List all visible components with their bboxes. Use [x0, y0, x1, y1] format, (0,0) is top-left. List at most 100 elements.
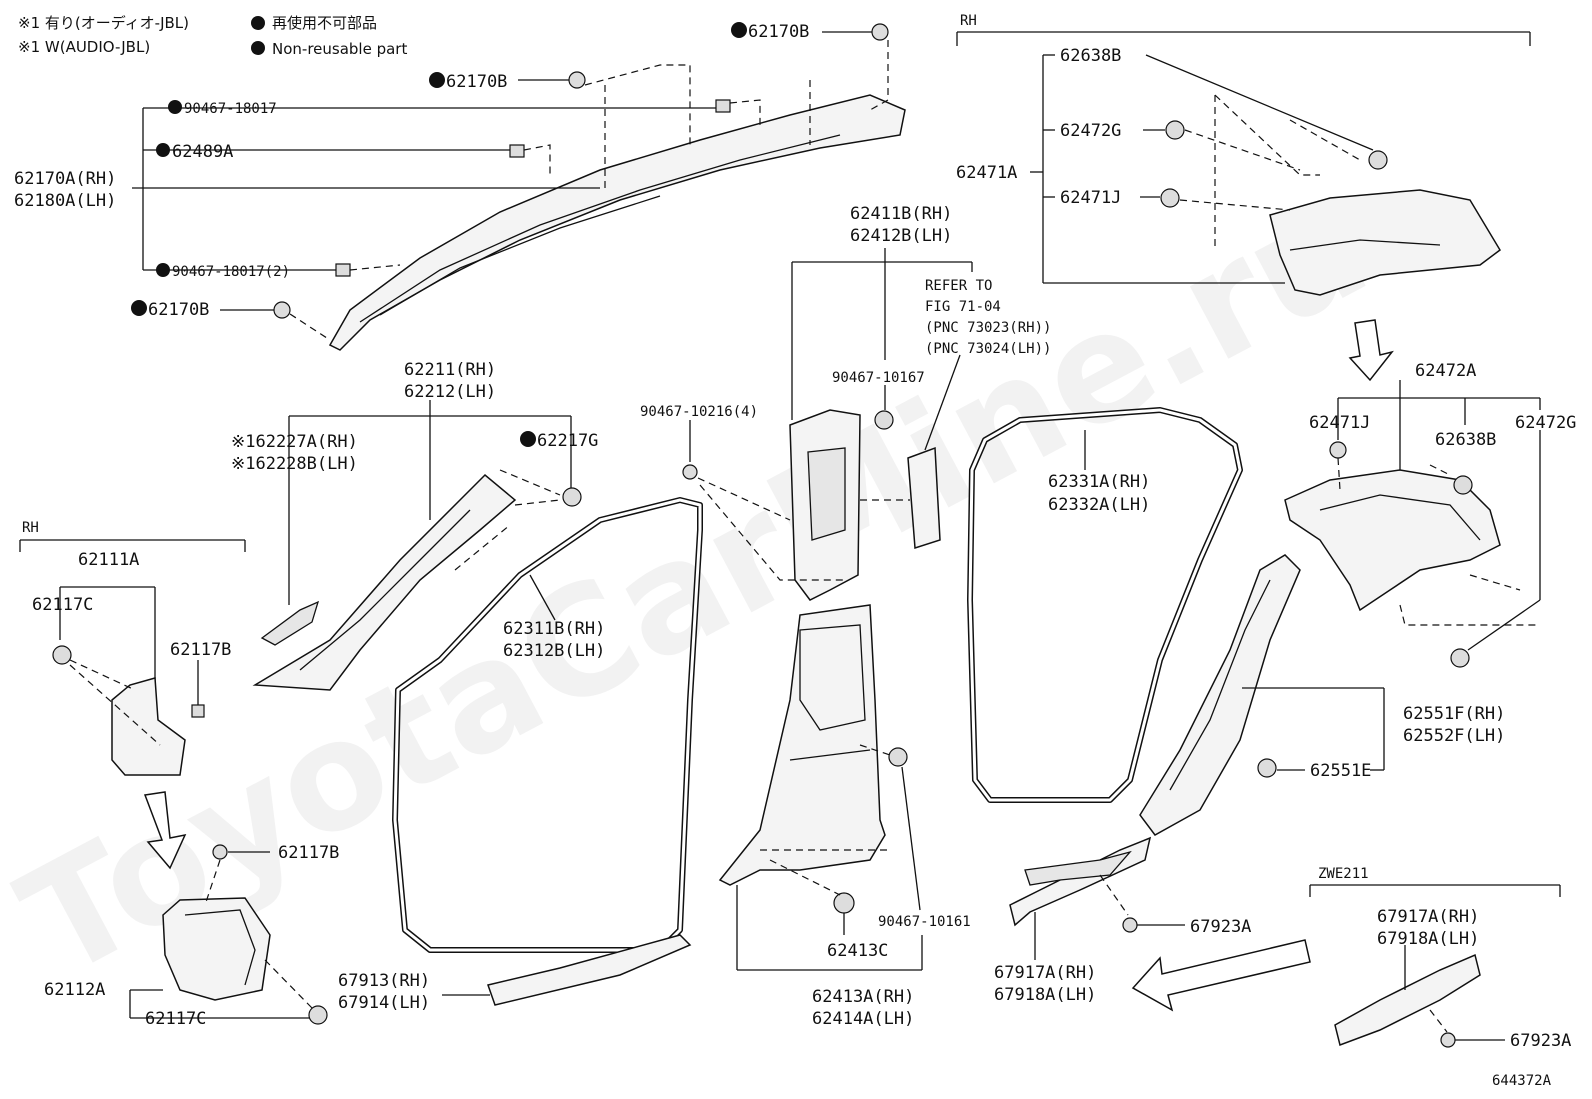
label-62471J-mid: 62471J [1309, 413, 1370, 433]
scuff-plate-front-part [487, 934, 692, 1006]
label-62311B-rh: 62311B(RH) [503, 619, 605, 639]
label-67918A-lh-mid: 67918A(LH) [994, 985, 1096, 1005]
nonreusable-dot-icon [131, 300, 147, 316]
refer-line-3: (PNC 73023(RH)) [925, 320, 1051, 336]
label-62551F-rh: 62551F(RH) [1403, 704, 1505, 724]
cowl-side-trim-group [19, 539, 328, 1025]
nonreusable-dot-icon [251, 16, 265, 30]
label-62170B-top: 62170B [748, 22, 809, 42]
label-67913-rh: 67913(RH) [338, 971, 430, 991]
front-pillar-garnish-group [252, 400, 582, 691]
quarter-trim-group [1139, 554, 1385, 836]
clip-62489A [509, 144, 525, 158]
nonreusable-dot-icon [168, 100, 182, 114]
rear-roof-side-garnish-group [956, 31, 1531, 382]
clip-90467-18017 [715, 99, 731, 113]
clip-62638B-mid [1453, 475, 1473, 495]
label-62638B-top: 62638B [1060, 46, 1121, 66]
center-pillar-lower-garnish-part [718, 604, 886, 886]
figure-id: 644372A [1492, 1073, 1552, 1089]
clip-90467-18017-2 [335, 263, 351, 277]
label-62472G-mid: 62472G [1515, 413, 1576, 433]
roof-side-garnish-part [328, 94, 906, 351]
nonreusable-dot-icon [731, 22, 747, 38]
label-62472A: 62472A [1415, 361, 1476, 381]
label-62472G-top: 62472G [1060, 121, 1121, 141]
clip-62170B-top [871, 23, 889, 41]
label-67917A-rh-r: 67917A(RH) [1377, 907, 1479, 927]
label-62117C-low: 62117C [145, 1009, 206, 1029]
label-90467-18017: 90467-18017 [184, 101, 277, 117]
label-62638B-mid: 62638B [1435, 430, 1496, 450]
label-67923A-mid: 67923A [1190, 917, 1251, 937]
direction-arrow-icon [1348, 319, 1394, 382]
clip-62413C [833, 892, 855, 914]
label-62117B-top: 62117B [170, 640, 231, 660]
refer-line-2: FIG 71-04 [925, 299, 1001, 315]
nonreusable-dot-icon [156, 143, 170, 157]
label-62414A-lh: 62414A(LH) [812, 1009, 914, 1029]
label-67917A-rh-mid: 67917A(RH) [994, 963, 1096, 983]
front-door-weatherstrip-group [392, 497, 703, 1006]
refer-line-4: (PNC 73024(LH)) [925, 341, 1051, 357]
legend-note-en: ※1 W(AUDIO-JBL) [18, 38, 150, 56]
label-62228B-lh: ※162228B(LH) [231, 454, 358, 474]
nonreusable-dot-icon [520, 431, 536, 447]
label-62471J-top: 62471J [1060, 188, 1121, 208]
label-62111A: 62111A [78, 550, 139, 570]
label-62413A-rh: 62413A(RH) [812, 987, 914, 1007]
front-pillar-garnish-part [252, 473, 517, 691]
label-62552F-lh: 62552F(LH) [1403, 726, 1505, 746]
label-62471A: 62471A [956, 163, 1017, 183]
clip-62117C-low [308, 1005, 328, 1025]
direction-arrow-icon [1131, 939, 1311, 1012]
label-62170A-rh: 62170A(RH) [14, 169, 116, 189]
group-label-rh-left: RH [22, 520, 39, 536]
direction-arrow-icon [143, 791, 187, 870]
refer-line-1: REFER TO [925, 278, 992, 294]
clip-62117C-top [52, 645, 72, 665]
rear-scuff-plate-group [1009, 836, 1311, 1012]
nonreusable-dot-icon [156, 263, 170, 277]
clip-90467-10161 [888, 747, 908, 767]
label-62170B-mid: 62170B [446, 72, 507, 92]
clip-67923A-mid [1122, 917, 1138, 933]
legend-nonreusable-jp: 再使用不可部品 [272, 14, 377, 32]
label-62332A-lh: 62332A(LH) [1048, 495, 1150, 515]
seatbelt-anchor-cover-part [907, 446, 941, 550]
label-62312B-lh: 62312B(LH) [503, 641, 605, 661]
rear-door-weatherstrip-group [967, 407, 1243, 803]
label-62489A: 62489A [172, 142, 233, 162]
cowl-side-trim-lower-part [162, 897, 271, 1001]
clip-62117B-low [212, 844, 228, 860]
legend-nonreusable-en: Non-reusable part [272, 40, 407, 58]
label-90467-10161: 90467-10161 [878, 914, 971, 930]
label-62212-lh: 62212(LH) [404, 382, 496, 402]
clip-62551E [1257, 758, 1277, 778]
clip-62471J-mid [1329, 441, 1347, 459]
label-90467-10167: 90467-10167 [832, 370, 925, 386]
legend-note-jp: ※1 有り(オーディオ-JBL) [18, 14, 189, 32]
label-62112A: 62112A [44, 980, 105, 1000]
label-62412B-lh: 62412B(LH) [850, 226, 952, 246]
label-62411B-rh: 62411B(RH) [850, 204, 952, 224]
clip-62170B-mid [568, 71, 586, 89]
rear-roof-side-garnish-part [1269, 189, 1501, 296]
label-62211-rh: 62211(RH) [404, 360, 496, 380]
label-90467-10216: 90467-10216(4) [640, 404, 758, 420]
label-90467-18017-2: 90467-18017(2) [172, 264, 290, 280]
label-62551E: 62551E [1310, 761, 1371, 781]
clip-62471J-top [1160, 188, 1180, 208]
clip-62170B-low [273, 301, 291, 319]
label-67923A-r: 67923A [1510, 1031, 1571, 1051]
group-label-zwe211: ZWE211 [1318, 866, 1369, 882]
label-62217G: 62217G [537, 431, 598, 451]
label-62170B-low: 62170B [148, 300, 209, 320]
speaker-cover-part [260, 600, 320, 646]
nonreusable-dot-icon [429, 72, 445, 88]
legend: ※1 有り(オーディオ-JBL) ※1 W(AUDIO-JBL) 再使用不可部品… [18, 14, 407, 58]
center-pillar-garnish-group [682, 248, 973, 971]
quarter-inner-garnish-group [1284, 380, 1541, 668]
clip-67923A-r [1440, 1032, 1456, 1048]
